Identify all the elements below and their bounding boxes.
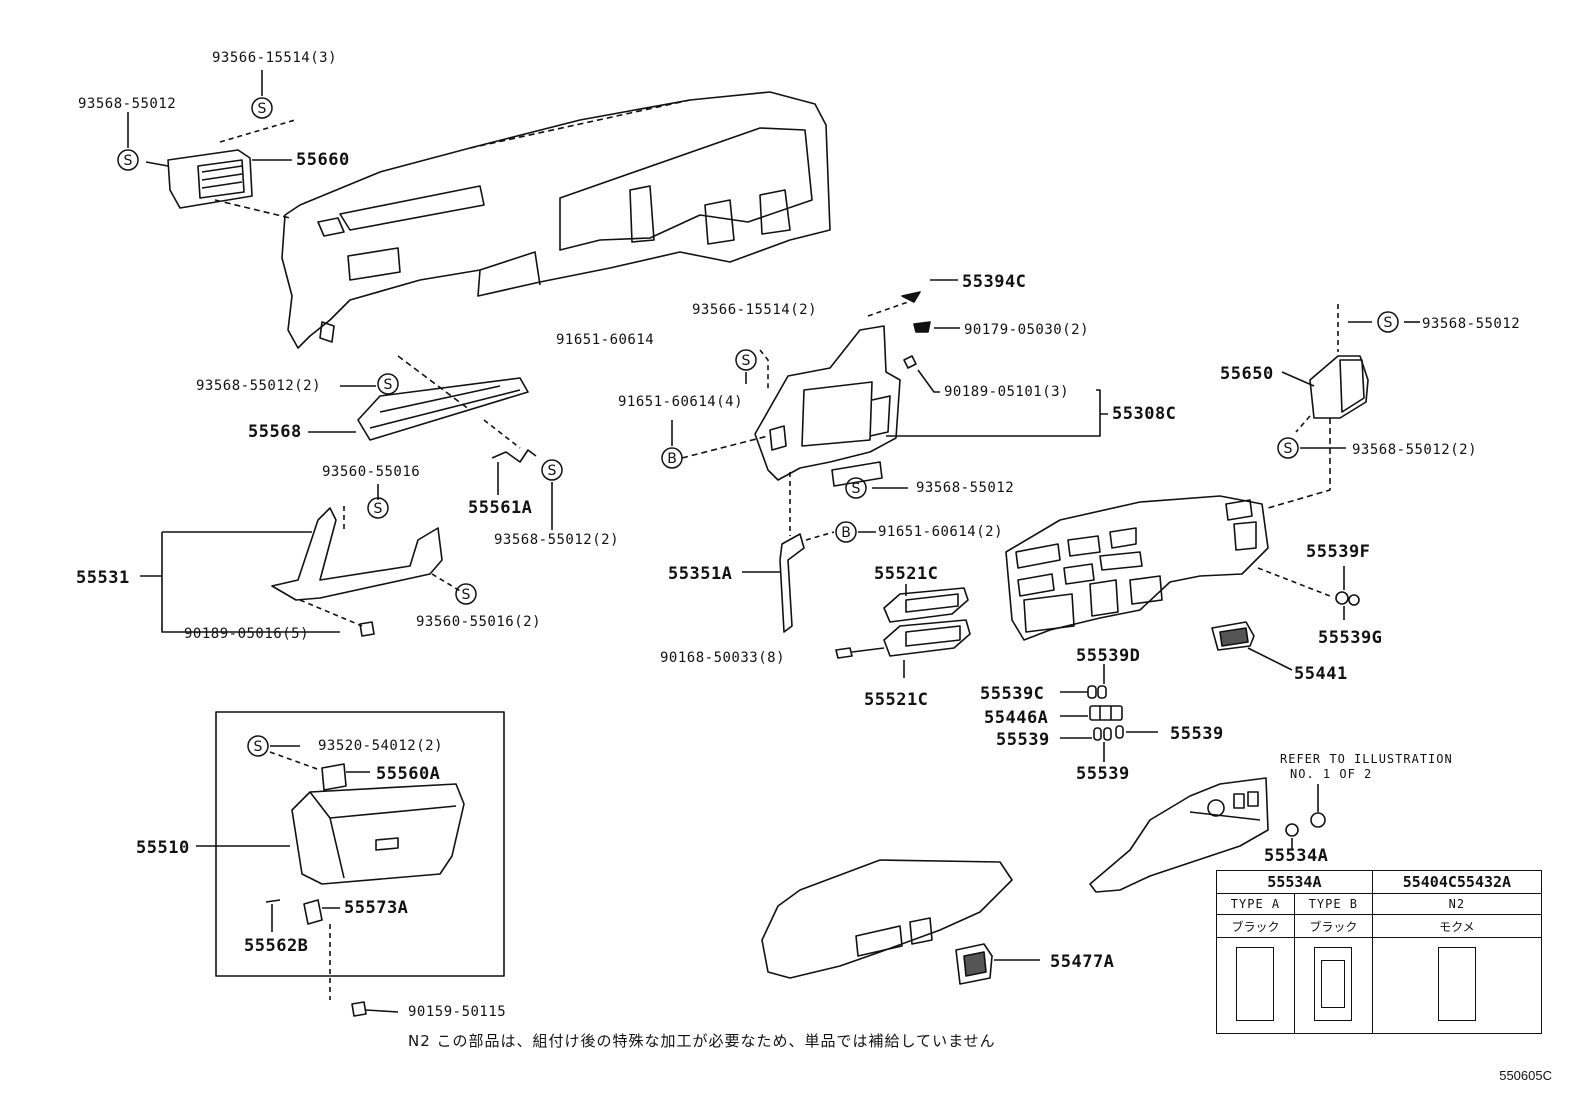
- label-55561a: 55561A: [468, 498, 533, 518]
- svg-text:S: S: [258, 101, 267, 117]
- s-marker-icons: S S S S S S S S S S S B B: [117, 97, 1399, 757]
- label-55562b: 55562B: [244, 936, 309, 956]
- label-55521c-lower: 55521C: [864, 690, 929, 710]
- switch-55477a: [955, 943, 993, 985]
- label-55539g: 55539G: [1318, 628, 1383, 648]
- label-93520-54012-2: 93520-54012(2): [318, 738, 444, 754]
- label-93568-55012-2b: 93568-55012(2): [494, 532, 620, 548]
- glovebox-55510: [291, 783, 465, 885]
- svg-text:S: S: [1384, 315, 1393, 331]
- label-55394c: 55394C: [962, 272, 1027, 292]
- legend-header-55534a: 55534A: [1216, 870, 1373, 894]
- label-55660: 55660: [296, 150, 350, 170]
- label-93568-55012-top: 93568-55012: [78, 96, 177, 112]
- switch-55441: [1211, 621, 1255, 651]
- label-90168-50033-8: 90168-50033(8): [660, 650, 786, 666]
- label-55539-bottom: 55539: [1076, 764, 1130, 784]
- lower-panel-center: [761, 859, 1013, 979]
- figure-code: 550605C: [1499, 1068, 1552, 1083]
- label-90189-05101-3: 90189-05101(3): [944, 384, 1070, 400]
- refer-note-line2: NO. 1 OF 2: [1290, 767, 1373, 781]
- label-55534a: 55534A: [1264, 846, 1329, 866]
- legend-n2: N2: [1371, 893, 1543, 915]
- label-91651-60614-4: 91651-60614(4): [618, 394, 744, 410]
- svg-text:S: S: [1284, 441, 1293, 457]
- legend-swatch-type-a: [1216, 937, 1295, 1034]
- label-55521c-upper: 55521C: [874, 564, 939, 584]
- label-90179-05030-2: 90179-05030(2): [964, 322, 1090, 338]
- legend-type-a: TYPE A: [1216, 893, 1295, 915]
- label-90159-50115: 90159-50115: [408, 1004, 507, 1020]
- glovebox-frame: [215, 711, 505, 977]
- label-93568-55012-mid: 93568-55012: [916, 480, 1015, 496]
- legend-swatch-n2: [1371, 937, 1543, 1034]
- bracket-55308c: [754, 325, 901, 481]
- svg-text:S: S: [852, 481, 861, 497]
- label-93566-15514-2: 93566-15514(2): [692, 302, 818, 318]
- label-55560a: 55560A: [376, 764, 441, 784]
- b-marker-icon: B: [667, 451, 677, 467]
- register-55521c-lower: [883, 619, 971, 657]
- label-55650: 55650: [1220, 364, 1274, 384]
- label-55531: 55531: [76, 568, 130, 588]
- label-93566-15514-3: 93566-15514(3): [212, 50, 338, 66]
- legend-color-a: ブラック: [1216, 914, 1295, 938]
- legend-color-b: ブラック: [1293, 914, 1373, 938]
- cluster-bezel: [1005, 495, 1269, 641]
- label-55477a: 55477A: [1050, 952, 1115, 972]
- label-93568-55012-right: 93568-55012: [1422, 316, 1521, 332]
- label-55539f: 55539F: [1306, 542, 1371, 562]
- vent-55660: [167, 149, 253, 209]
- refer-note-line1: REFER TO ILLUSTRATION: [1280, 752, 1453, 766]
- label-93568-55012-right2: 93568-55012(2): [1352, 442, 1478, 458]
- svg-text:S: S: [384, 377, 393, 393]
- label-55351a: 55351A: [668, 564, 733, 584]
- label-55568: 55568: [248, 422, 302, 442]
- legend-type-b: TYPE B: [1293, 893, 1373, 915]
- label-90189-05016-5: 90189-05016(5): [184, 626, 310, 642]
- register-55521c-upper: [883, 587, 969, 623]
- label-93560-55016-2: 93560-55016(2): [416, 614, 542, 630]
- label-55539d: 55539D: [1076, 646, 1141, 666]
- svg-text:S: S: [374, 501, 383, 517]
- stay-55351a: [779, 533, 805, 633]
- svg-text:S: S: [548, 463, 557, 479]
- legend-swatch-type-b: [1293, 937, 1373, 1034]
- label-55573a: 55573A: [344, 898, 409, 918]
- label-93568-55012-2a: 93568-55012(2): [196, 378, 322, 394]
- lower-panel-right: [1089, 777, 1269, 893]
- svg-text:S: S: [742, 353, 751, 369]
- label-55539c: 55539C: [980, 684, 1045, 704]
- dashboard-panel: [281, 91, 831, 349]
- vent-55650: [1309, 355, 1369, 419]
- footnote-n2: N2 この部品は、組付け後の特殊な加工が必要なため、単品では補給していません: [408, 1032, 996, 1050]
- label-55539-left: 55539: [996, 730, 1050, 750]
- bracket-55531: [271, 507, 443, 601]
- label-55510: 55510: [136, 838, 190, 858]
- s-marker-icon: S: [124, 153, 133, 169]
- color-type-legend: 55534A 55404C55432A TYPE A TYPE B N2 ブラッ…: [1216, 870, 1543, 1034]
- label-55441: 55441: [1294, 664, 1348, 684]
- svg-text:S: S: [254, 739, 263, 755]
- svg-text:S: S: [462, 587, 471, 603]
- label-91651-60614: 91651-60614: [556, 332, 655, 348]
- duct-55568: [357, 377, 529, 441]
- legend-color-c: モクメ: [1371, 914, 1543, 938]
- label-55446a: 55446A: [984, 708, 1049, 728]
- svg-text:B: B: [841, 525, 851, 541]
- legend-header-55404c-55432a: 55404C55432A: [1371, 870, 1543, 894]
- label-55539-right: 55539: [1170, 724, 1224, 744]
- label-91651-60614-2: 91651-60614(2): [878, 524, 1004, 540]
- label-55308c: 55308C: [1112, 404, 1177, 424]
- label-93560-55016: 93560-55016: [322, 464, 421, 480]
